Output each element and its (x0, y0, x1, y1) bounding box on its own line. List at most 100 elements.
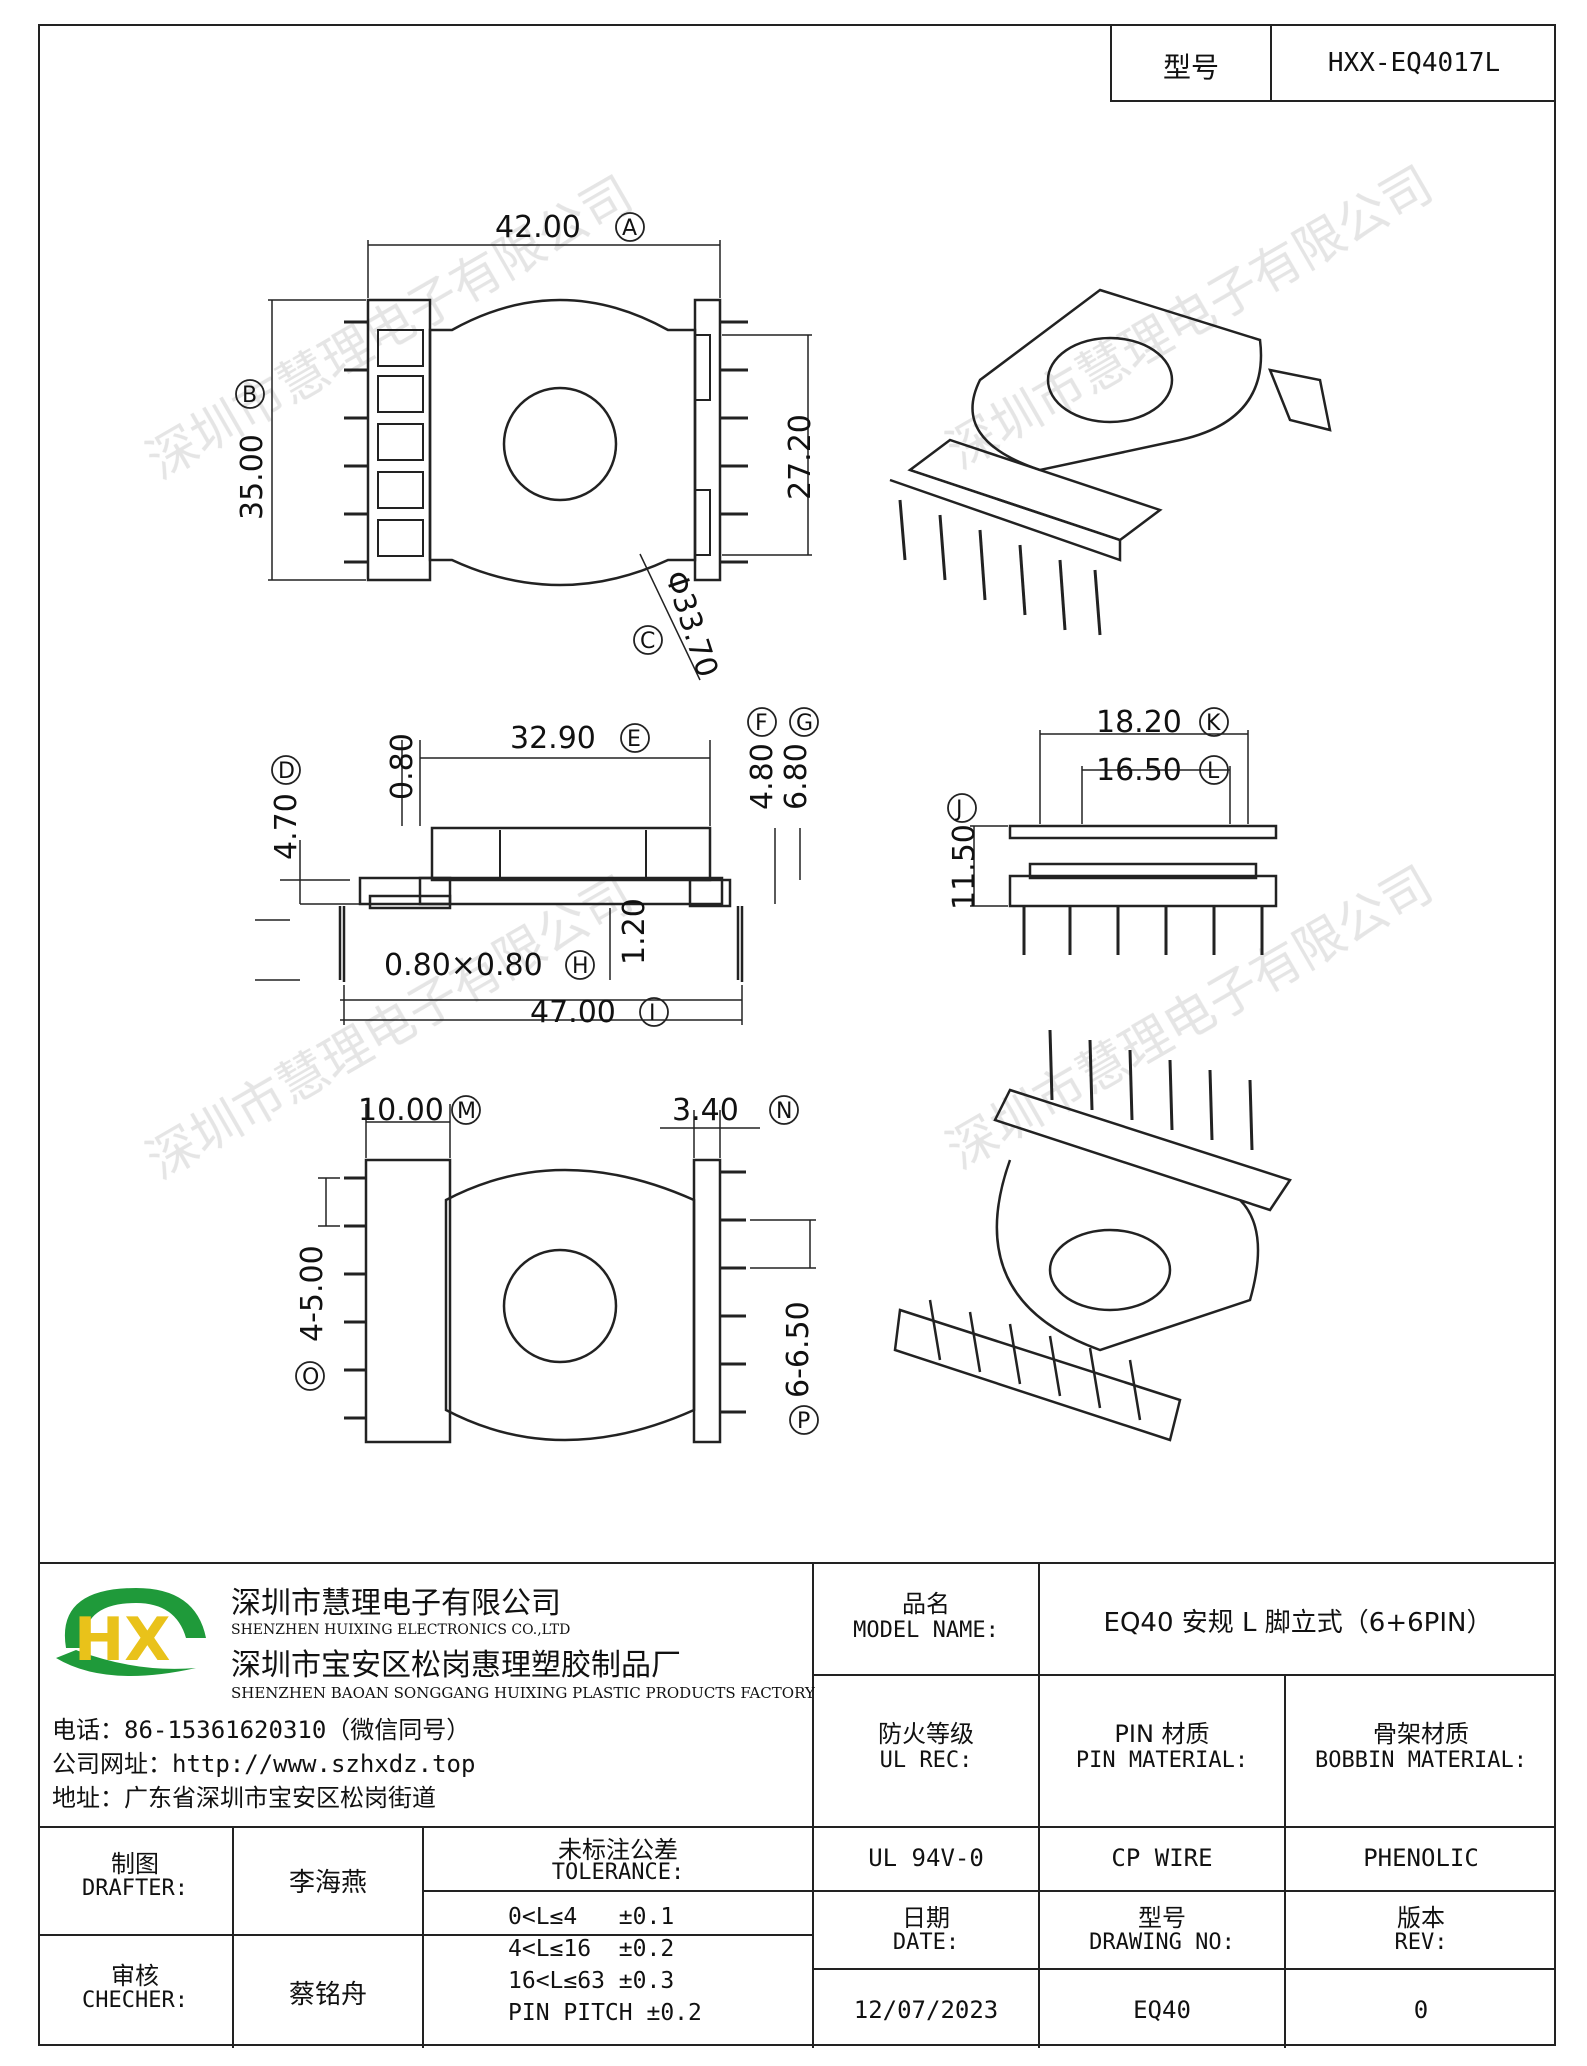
side-view (255, 740, 801, 1025)
title-block: HX 深圳市慧理电子有限公司 SHENZHEN HUIXING ELECTRON… (38, 1562, 1556, 2048)
date-label-en: DATE: (892, 1930, 960, 1955)
svg-text:P: P (797, 1409, 810, 1434)
model-value: HXX-EQ4017L (1327, 48, 1501, 78)
svg-text:L: L (1207, 759, 1220, 784)
bobbin-value: PHENOLIC (1363, 1844, 1479, 1872)
drawing-value: EQ40 (1133, 1996, 1191, 2024)
pin-label-cn: PIN 材质 (1114, 1720, 1210, 1748)
tag-K: K (1199, 707, 1229, 737)
date-label-cn: 日期 (902, 1904, 950, 1932)
svg-text:F: F (755, 711, 768, 736)
tag-I: I (639, 997, 669, 1027)
technical-drawing: 深圳市慧理电子有限公司 深圳市慧理电子有限公司 深圳市慧理电子有限公司 深圳市慧… (137, 155, 1442, 1444)
dim-F-value: 4.80 (745, 743, 780, 810)
svg-text:O: O (302, 1365, 319, 1390)
rev-label-en: REV: (1394, 1930, 1448, 1955)
svg-text:M: M (457, 1099, 476, 1124)
svg-text:G: G (796, 711, 813, 736)
date-value: 12/07/2023 (853, 1996, 999, 2024)
bobbin-label-en: BOBBIN MATERIAL: (1315, 1748, 1527, 1773)
tag-E: E (620, 723, 650, 753)
company-name-en-1: SHENZHEN HUIXING ELECTRONICS CO.,LTD (231, 1622, 571, 1638)
company-address: 地址：广东省深圳市宝安区松岗街道 (52, 1784, 436, 1812)
svg-text:N: N (776, 1099, 792, 1124)
tag-C: C (633, 625, 663, 655)
dim-B-value: 35.00 (235, 434, 270, 520)
checker-label-en: CHECHER: (82, 1988, 188, 2013)
drawing-sheet (38, 24, 1556, 2046)
drafter-value: 李海燕 (288, 1868, 367, 1898)
dim-120-value: 1.20 (617, 898, 652, 965)
drawing-label-en: DRAWING NO: (1089, 1930, 1235, 1955)
svg-text:K: K (1206, 711, 1221, 736)
bottom-view (318, 1104, 816, 1444)
dim-O-value: 4-5.00 (295, 1245, 330, 1342)
tag-M: M (451, 1095, 481, 1125)
svg-text:B: B (242, 383, 257, 408)
end-view (970, 730, 1278, 955)
tag-L: L (1199, 755, 1229, 785)
drafter-label-en: DRAFTER: (82, 1876, 188, 1901)
model-name-label-cn: 品名 (902, 1590, 950, 1618)
bobbin-label-cn: 骨架材质 (1373, 1720, 1469, 1748)
model-name-label-en: MODEL NAME: (853, 1618, 999, 1643)
dim-M-value: 10.00 (358, 1093, 444, 1128)
tag-H: H (565, 950, 595, 980)
dim-D-value: 4.70 (269, 793, 304, 860)
tag-G: G (789, 707, 819, 737)
svg-text:J: J (954, 797, 963, 822)
tag-P: P (789, 1405, 819, 1435)
tolerance-label-cn: 未标注公差 (558, 1836, 678, 1864)
ul-value: UL 94V-0 (868, 1844, 984, 1872)
tolerance-label-en: TOLERANCE: (551, 1860, 685, 1885)
tag-O: O (295, 1361, 325, 1391)
dim-K-value: 18.20 (1096, 705, 1182, 740)
tag-J: J (947, 793, 977, 823)
company-website: 公司网址：http://www.szhxdz.top (52, 1750, 476, 1778)
drafter-label-cn: 制图 (111, 1850, 159, 1878)
svg-text:C: C (640, 629, 655, 654)
model-name-value: EQ40 安规 L 脚立式（6+6PIN） (1103, 1608, 1493, 1638)
company-logo: HX (56, 1588, 206, 1676)
company-name-cn-2: 深圳市宝安区松岗惠理塑胶制品厂 (231, 1648, 681, 1683)
svg-text:D: D (278, 759, 295, 784)
dim-H-value: 0.80×0.80 (384, 948, 543, 983)
dim-N-value: 3.40 (672, 1093, 739, 1128)
company-name-en-2: SHENZHEN BAOAN SONGGANG HUIXING PLASTIC … (231, 1684, 815, 1702)
ul-label-en: UL REC: (879, 1748, 973, 1773)
pin-label-en: PIN MATERIAL: (1075, 1748, 1249, 1773)
drawing-label-cn: 型号 (1138, 1904, 1186, 1932)
svg-text:E: E (627, 727, 641, 752)
tag-A: A (615, 212, 645, 242)
tag-N: N (769, 1095, 799, 1125)
company-phone: 电话：86-15361620310（微信同号） (52, 1716, 471, 1744)
svg-text:H: H (572, 954, 589, 979)
watermark-4: 深圳市慧理电子有限公司 (937, 855, 1442, 1180)
svg-text:I: I (649, 1001, 656, 1026)
iso-view-top (889, 288, 1332, 636)
tolerance-line-1: 0<L≤4 ±0.1 (508, 1904, 675, 1930)
company-name-cn-1: 深圳市慧理电子有限公司 (231, 1586, 561, 1621)
checker-value: 蔡铭舟 (288, 1980, 367, 2010)
tag-F: F (747, 707, 777, 737)
pin-value: CP WIRE (1111, 1844, 1213, 1872)
ul-label-cn: 防火等级 (878, 1720, 974, 1748)
dim-A-value: 42.00 (495, 210, 581, 245)
top-view (268, 240, 812, 681)
rev-value: 0 (1413, 1996, 1429, 2024)
dim-J-value: 11.50 (947, 824, 982, 910)
tolerance-line-2: 4<L≤16 ±0.2 (508, 1936, 675, 1962)
svg-text:HX: HX (74, 1605, 170, 1675)
svg-text:A: A (622, 216, 637, 241)
tolerance-line-4: PIN PITCH ±0.2 (508, 2000, 702, 2026)
dim-L-value: 16.50 (1096, 753, 1182, 788)
rev-label-cn: 版本 (1397, 1904, 1445, 1932)
tolerance-line-3: 16<L≤63 ±0.3 (508, 1968, 675, 1994)
dim-C-value: Φ33.70 (657, 567, 724, 682)
model-box: 型号 HXX-EQ4017L (1110, 24, 1556, 102)
iso-view-bottom (893, 1029, 1292, 1442)
model-label: 型号 (1162, 51, 1219, 84)
dim-I-value: 47.00 (530, 995, 616, 1030)
dim-2720-value: 27.20 (783, 414, 818, 500)
dim-P-value: 6-6.50 (781, 1301, 816, 1398)
